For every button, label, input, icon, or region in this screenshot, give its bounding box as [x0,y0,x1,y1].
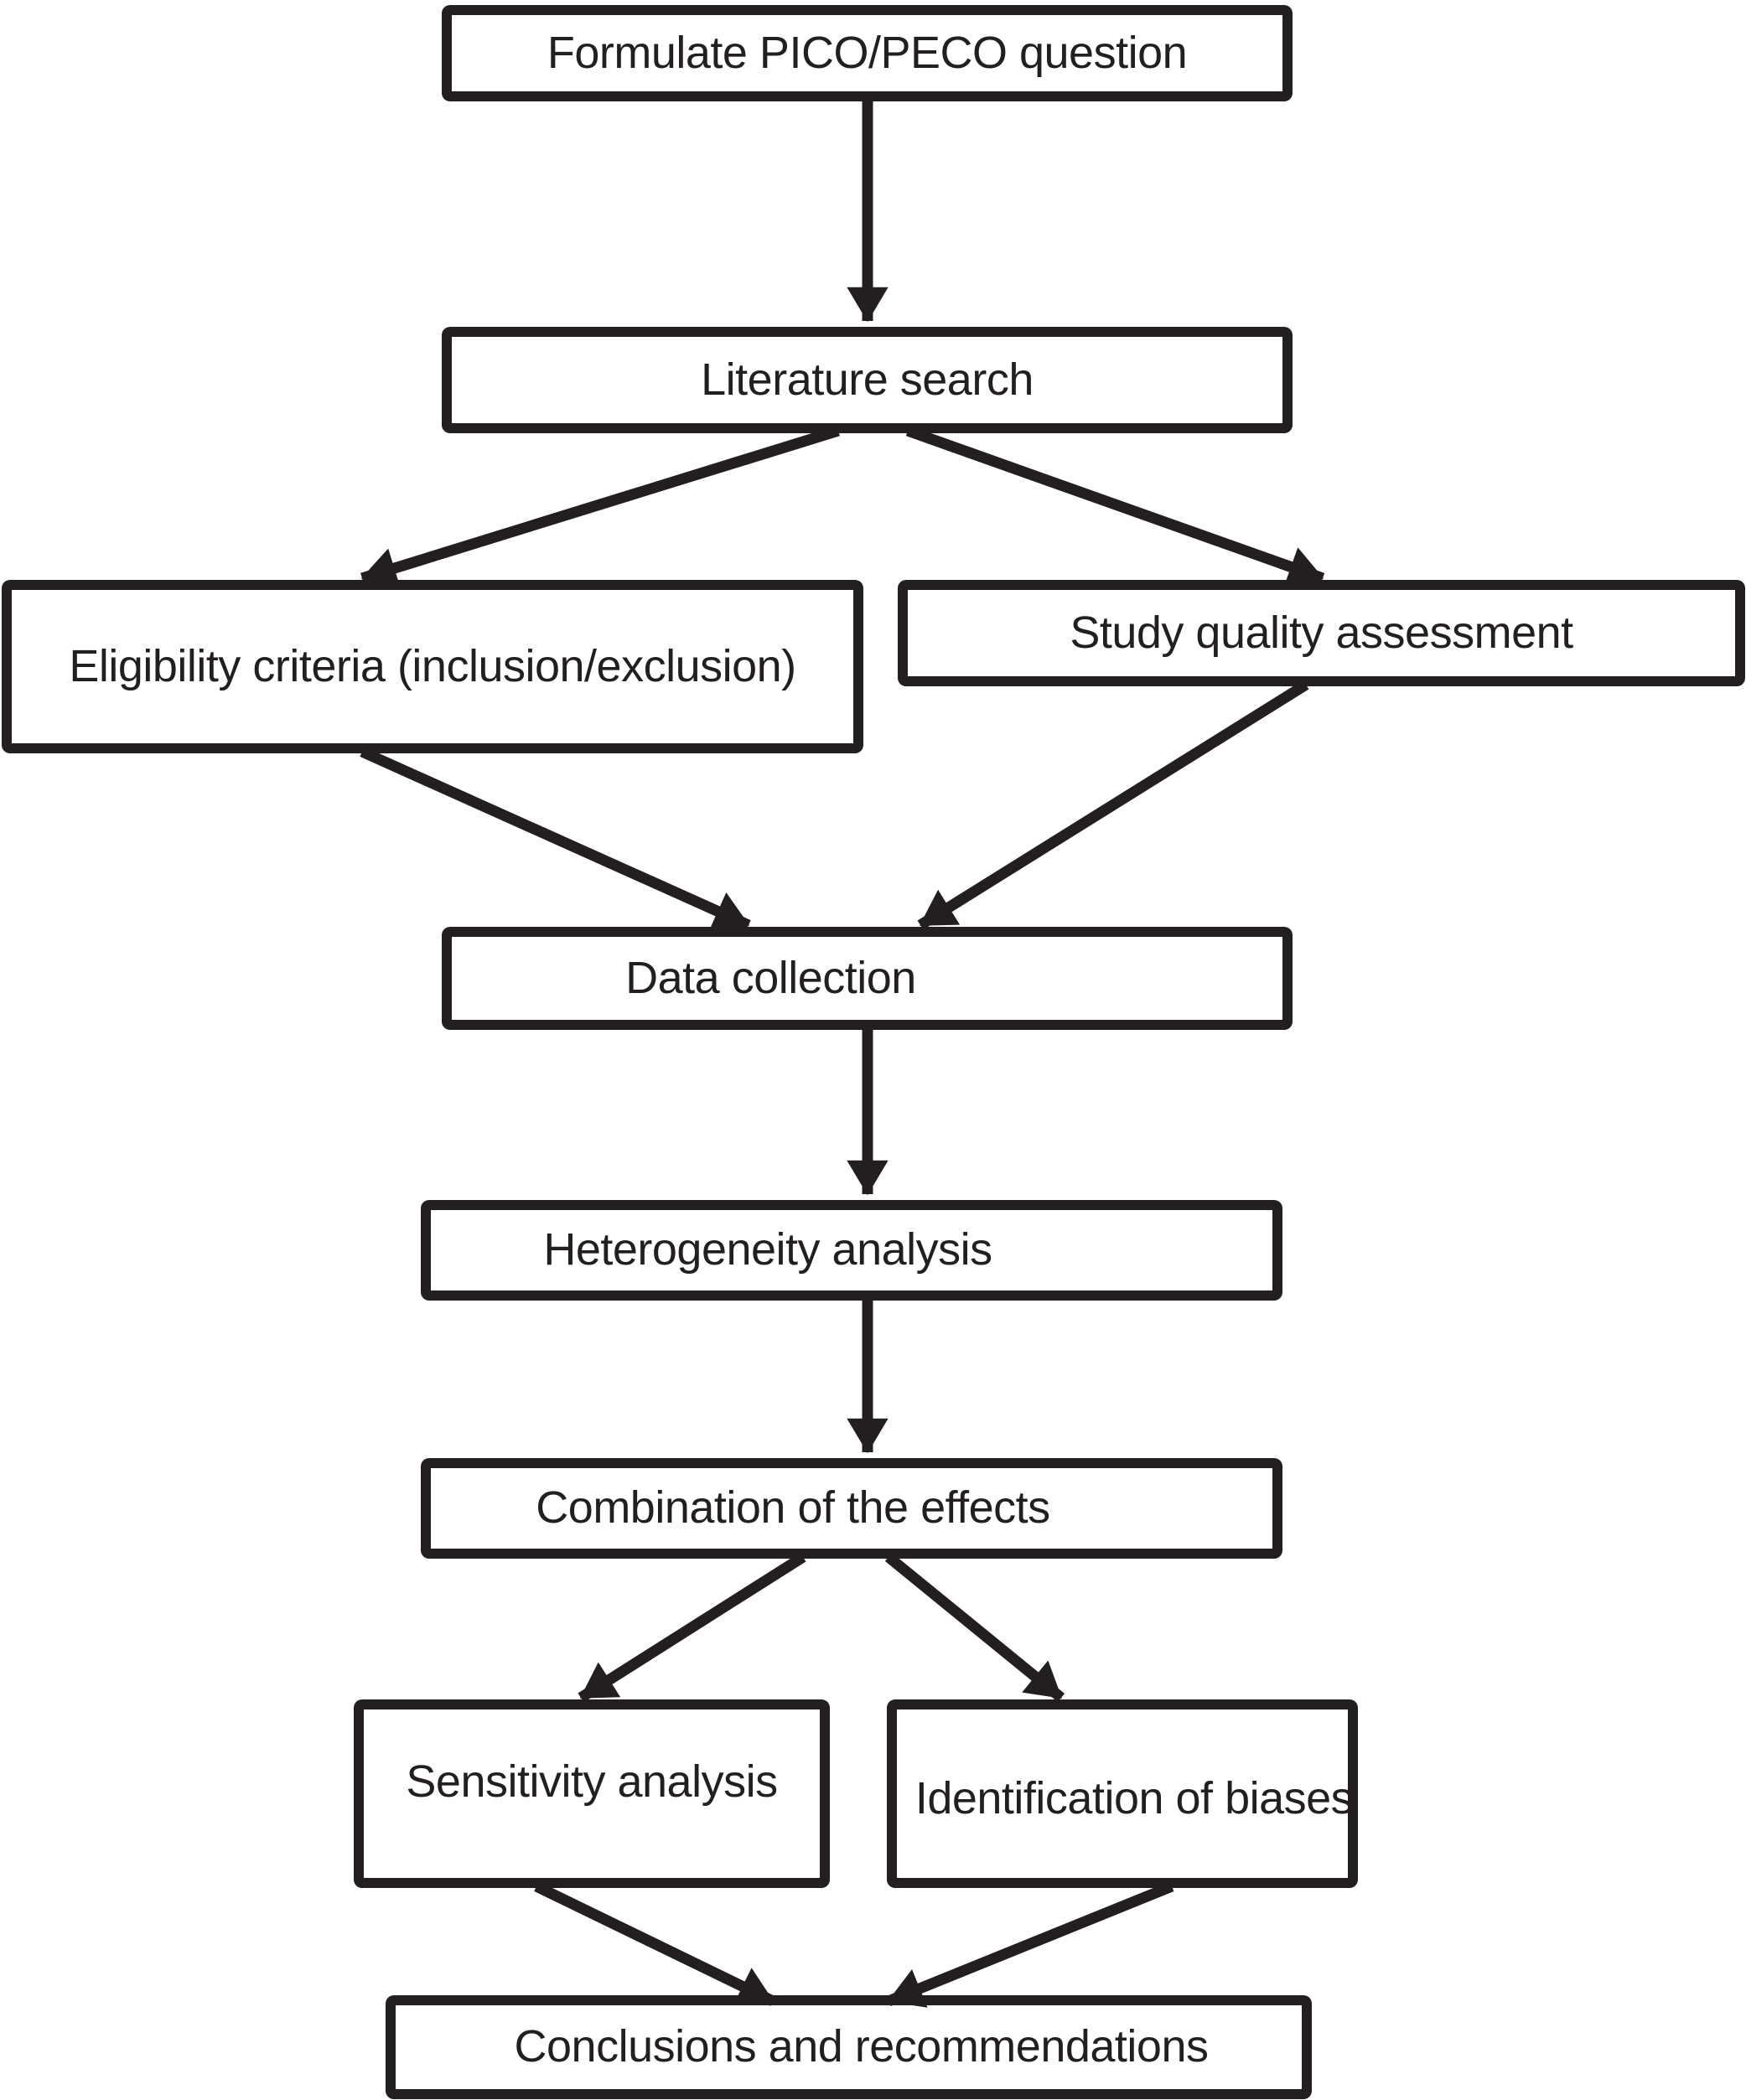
node-label: Identification of biases [914,1772,1354,1823]
node-label: Conclusions and recommendations [514,2021,1209,2072]
node-eligibility-criteria: Eligibility criteria (inclusion/exclusio… [2,580,863,753]
node-label: Eligibility criteria (inclusion/exclusio… [69,640,796,691]
arrow-eligibility-to-data [360,747,751,931]
arrow-biases-to-conclusions [886,1880,1174,2008]
node-label: Formulate PICO/PECO question [547,27,1188,78]
arrow-combination-to-sensitivity [578,1552,806,1703]
arrow-literature-to-eligibility [360,425,840,588]
node-identification-of-biases: Identification of biases [887,1699,1358,1888]
node-data-collection: Data collection [442,927,1293,1030]
node-label: Combination of the effects [536,1482,1050,1534]
node-study-quality-assessment: Study quality assessment [898,580,1745,686]
node-label: Data collection [625,952,916,1003]
node-conclusions-recommendations: Conclusions and recommendations [386,1995,1312,2099]
arrow-sensitivity-to-conclusions [534,1881,775,2006]
node-combination-of-effects: Combination of the effects [421,1458,1282,1559]
node-label: Sensitivity analysis [406,1756,778,1807]
node-formulate-pico-question: Formulate PICO/PECO question [442,5,1293,101]
node-label: Heterogeneity analysis [543,1224,992,1275]
node-label: Literature search [701,354,1034,405]
arrow-combination-to-biases [884,1552,1065,1703]
arrow-literature-to-quality [905,425,1325,587]
node-label: Study quality assessment [1070,607,1573,658]
arrow-quality-to-data [917,680,1309,930]
node-sensitivity-analysis: Sensitivity analysis [354,1699,830,1888]
node-heterogeneity-analysis: Heterogeneity analysis [421,1200,1282,1301]
node-literature-search: Literature search [442,327,1293,433]
